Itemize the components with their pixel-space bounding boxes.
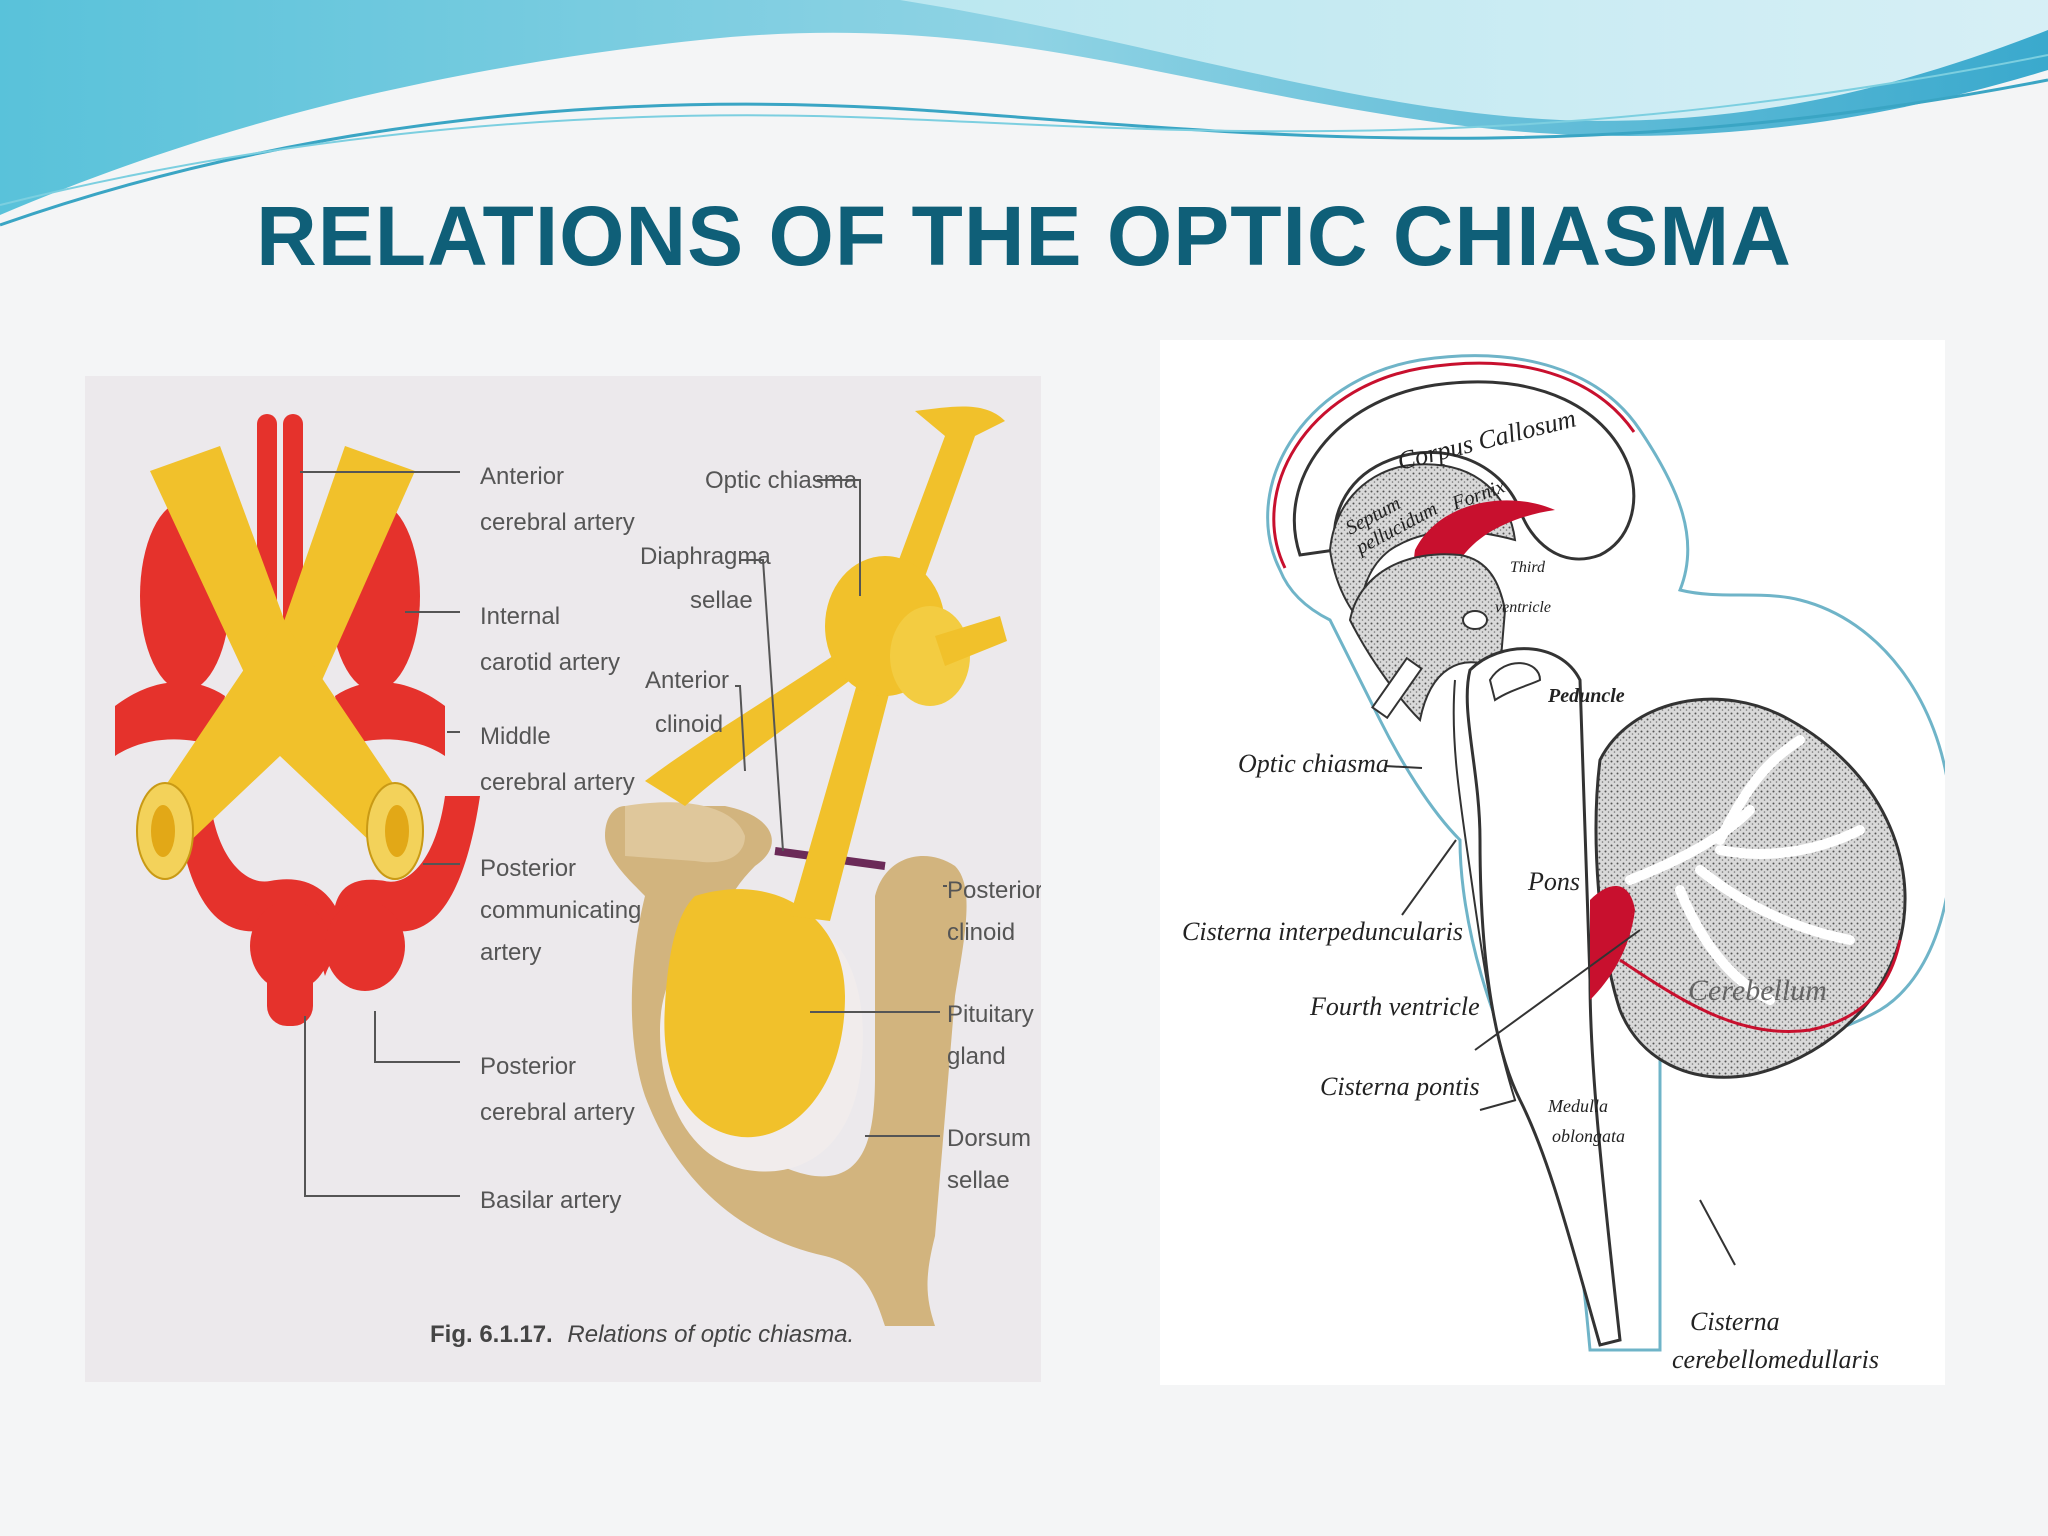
label-optic-chiasma-right: Optic chiasma xyxy=(1238,749,1389,778)
right-figure-panel: Corpus Callosum Septumpellucidum Fornix … xyxy=(1160,340,1945,1385)
left-leader-lines xyxy=(300,471,460,1197)
label-fourth-ventricle: Fourth ventricle xyxy=(1309,992,1480,1021)
sella-drawing xyxy=(605,406,1007,1326)
slide-title: RELATIONS OF THE OPTIC CHIASMA xyxy=(256,189,1792,283)
label-cerebellum: Cerebellum xyxy=(1688,974,1827,1007)
right-figure-illustration: Corpus Callosum Septumpellucidum Fornix … xyxy=(1182,354,1945,1374)
brain-leader-lines xyxy=(1384,765,1736,1266)
label-cisterna-interpeduncularis: Cisterna interpeduncularis xyxy=(1182,917,1463,946)
label-basilar-artery: Basilar artery xyxy=(480,1187,621,1214)
arterial-circle-drawing xyxy=(115,414,480,1026)
label-pons: Pons xyxy=(1527,867,1580,896)
figure-caption: Fig. 6.1.17. Relations of optic chiasma. xyxy=(430,1321,854,1348)
header-wave-decoration xyxy=(0,0,2048,227)
label-optic-chiasma-left: Optic chiasma xyxy=(705,467,858,494)
label-peduncle: Peduncle xyxy=(1547,685,1625,707)
right-leader-lines xyxy=(735,479,947,1137)
brain-section-drawing xyxy=(1266,354,1945,1352)
label-cisterna-pontis: Cisterna pontis xyxy=(1320,1072,1480,1101)
